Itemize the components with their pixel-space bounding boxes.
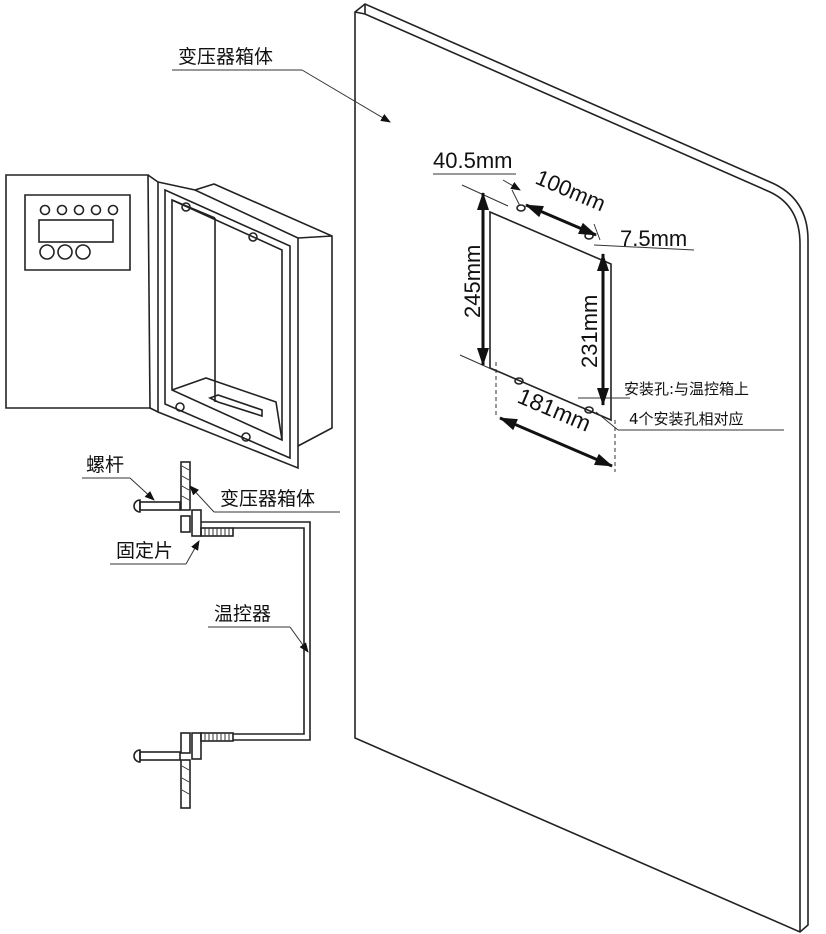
- hole-note-line1: 安装孔:与温控箱上: [624, 380, 749, 398]
- screw-bottom: [133, 749, 181, 763]
- hole-note-line2: 4个安装孔相对应: [629, 410, 744, 428]
- mount-hole-bottom-right: [584, 406, 594, 414]
- screw-rod-label: 螺杆: [82, 454, 155, 501]
- dim-right-offset: 7.5mm: [620, 226, 687, 251]
- fixing-plate-text: 固定片: [116, 540, 173, 562]
- screw-top: [133, 499, 181, 513]
- mount-hole-top-left: [516, 204, 526, 212]
- control-buttons: [39, 244, 91, 260]
- side-section-view: [133, 461, 311, 809]
- screw-rod-text: 螺杆: [86, 454, 124, 476]
- transformer-box-text-top: 变压器箱体: [178, 46, 273, 68]
- transformer-box-text-side: 变压器箱体: [220, 488, 315, 510]
- transformer-box-label-top: 变压器箱体: [172, 46, 391, 123]
- temp-controller-text: 温控器: [214, 603, 271, 625]
- temp-controller-label: 温控器: [208, 603, 309, 653]
- temperature-controller-cabinet: [5, 174, 333, 470]
- dim-hole-spacing-vertical: 231mm: [577, 295, 602, 368]
- transformer-box-label-side: 变压器箱体: [189, 485, 340, 513]
- fixing-plate-label: 固定片: [110, 540, 200, 565]
- dim-outer-height: 245mm: [460, 245, 485, 318]
- transformer-box-panel: [354, 3, 809, 933]
- dim-left-offset: 40.5mm: [433, 148, 512, 173]
- mount-hole-bottom-left: [514, 377, 524, 385]
- indicator-lights: [39, 204, 119, 216]
- display-screen: [38, 219, 114, 243]
